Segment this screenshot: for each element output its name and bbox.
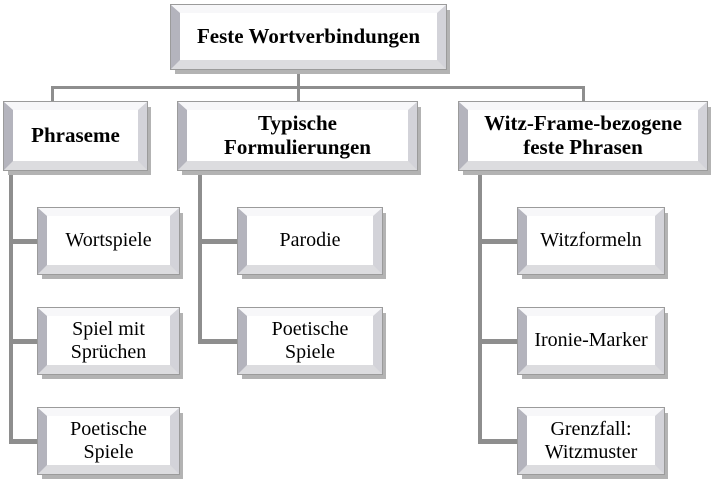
node-poetische-spiele-mid-label: Poetische Spiele xyxy=(271,317,349,363)
connector-stub-right-3 xyxy=(478,439,518,444)
connector-drop-typische xyxy=(297,86,300,102)
node-witzformeln-label: Witzformeln xyxy=(540,229,642,252)
node-feste-wortverbindungen: Feste Wortverbindungen xyxy=(170,4,447,70)
node-phraseme: Phraseme xyxy=(3,101,148,171)
connector-stub-mid-2 xyxy=(198,339,238,344)
node-witzformeln: Witzformeln xyxy=(517,207,665,275)
node-typische-formulierungen-label: Typische Formulierungen xyxy=(224,110,371,159)
node-grenzfall-witzmuster-label: Grenzfall: Witzmuster xyxy=(544,417,638,463)
connector-stub-right-1 xyxy=(478,239,518,244)
connector-stub-left-2 xyxy=(9,339,38,344)
node-bevel: Phraseme xyxy=(4,102,147,170)
node-parodie-label: Parodie xyxy=(279,229,341,252)
node-bevel: Feste Wortverbindungen xyxy=(171,5,446,69)
node-bevel: Witz-Frame-bezogene feste Phrasen xyxy=(459,102,707,170)
node-bevel: Poetische Spiele xyxy=(38,408,179,474)
connector-stub-mid-1 xyxy=(198,239,238,244)
node-parodie: Parodie xyxy=(237,207,383,275)
connector-stub-left-1 xyxy=(9,239,38,244)
connector-spine-right xyxy=(478,170,482,444)
connector-root-stem xyxy=(297,70,300,87)
connector-stub-left-3 xyxy=(9,439,38,444)
node-spiel-mit-spruechen-label: Spiel mit Sprüchen xyxy=(70,317,147,363)
node-wortspiele: Wortspiele xyxy=(37,207,180,275)
node-bevel: Poetische Spiele xyxy=(238,308,382,374)
node-witz-frame-bezogene-feste-phrasen: Witz-Frame-bezogene feste Phrasen xyxy=(458,101,708,171)
node-bevel: Witzformeln xyxy=(518,208,664,274)
node-bevel: Typische Formulierungen xyxy=(178,102,417,170)
connector-spine-left xyxy=(9,170,13,444)
node-poetische-spiele-left-label: Poetische Spiele xyxy=(70,417,147,463)
node-feste-wortverbindungen-label: Feste Wortverbindungen xyxy=(196,23,421,48)
node-bevel: Parodie xyxy=(238,208,382,274)
node-ironie-marker: Ironie-Marker xyxy=(517,307,665,375)
connector-drop-phraseme xyxy=(51,86,54,102)
node-spiel-mit-spruechen: Spiel mit Sprüchen xyxy=(37,307,180,375)
node-poetische-spiele-mid: Poetische Spiele xyxy=(237,307,383,375)
node-witz-frame-bezogene-feste-phrasen-label: Witz-Frame-bezogene feste Phrasen xyxy=(484,110,682,159)
node-typische-formulierungen: Typische Formulierungen xyxy=(177,101,418,171)
connector-stub-right-2 xyxy=(478,339,518,344)
connector-level1-hbar xyxy=(51,86,585,89)
node-phraseme-label: Phraseme xyxy=(31,122,120,147)
node-poetische-spiele-left: Poetische Spiele xyxy=(37,407,180,475)
node-bevel: Ironie-Marker xyxy=(518,308,664,374)
node-bevel: Wortspiele xyxy=(38,208,179,274)
node-grenzfall-witzmuster: Grenzfall: Witzmuster xyxy=(517,407,665,475)
node-ironie-marker-label: Ironie-Marker xyxy=(534,329,648,352)
node-bevel: Grenzfall: Witzmuster xyxy=(518,408,664,474)
connector-drop-witz xyxy=(582,86,585,102)
connector-spine-mid xyxy=(198,170,202,344)
node-wortspiele-label: Wortspiele xyxy=(65,229,152,252)
node-bevel: Spiel mit Sprüchen xyxy=(38,308,179,374)
